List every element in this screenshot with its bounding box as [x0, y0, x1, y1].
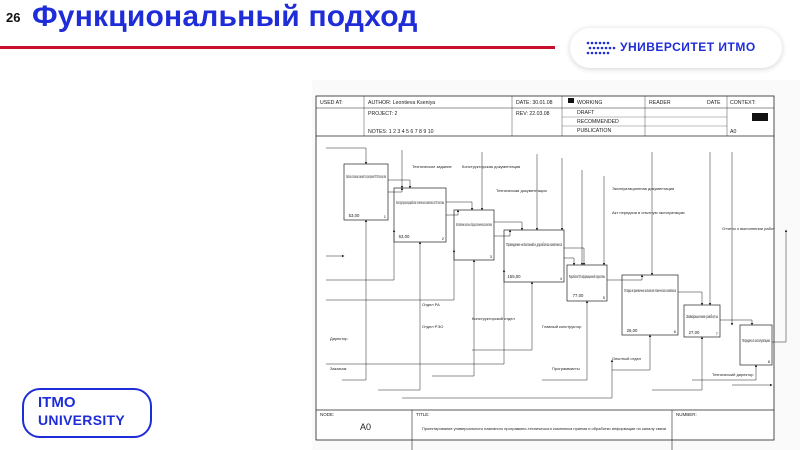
idef0-box-texts: Разработка и согласование с заказчиком Т… [346, 174, 770, 343]
activity-cost: 53,00 [349, 213, 360, 218]
slide-title: Функциональный подход [32, 0, 418, 33]
arrow-label: Техническое задание [412, 164, 453, 169]
activity-text: Конструкторская разработка технического … [396, 200, 444, 205]
context-node: A0 [730, 129, 736, 135]
context-label: CONTEXT: [730, 100, 756, 106]
recommended-label: RECOMMENDED [577, 119, 619, 125]
activity-cost: 63,00 [399, 234, 410, 239]
activity-number: 3 [490, 254, 493, 259]
activity-number: 1 [384, 214, 387, 219]
activity-text: Отладка и приемочные испытания техническ… [624, 288, 676, 293]
date2-label: DATE [707, 100, 721, 106]
arrow-label: Заказчик [330, 366, 347, 371]
arrow-label: Программисты [552, 366, 580, 371]
activity-text: Разработка ПО информационной подсистемы [569, 274, 605, 279]
title-underline [0, 46, 555, 49]
activity-box [683, 304, 721, 338]
draft-label: DRAFT [577, 110, 595, 116]
activity-text: Завершение работы [686, 314, 718, 319]
dot-grid-icon [586, 41, 616, 55]
activity-box [343, 163, 389, 221]
rev-label: REV: 22.03.08 [516, 111, 550, 117]
idef0-box-numbers: 1 2 3 4 5 6 7 8 [384, 214, 771, 364]
project-label: PROJECT: 2 [368, 111, 398, 117]
arrow-label: Отдел РЭО [422, 324, 443, 329]
arrow-label: Отдел РА [422, 302, 440, 307]
idef0-header: USED AT: AUTHOR: Leontieva Kseniya PROJE… [316, 96, 774, 137]
activity-text: Проведение испытаний и доработка комплек… [506, 242, 562, 247]
arrow-label: Директор [330, 336, 348, 341]
activity-text: Разработка и согласование с заказчиком Т… [346, 174, 386, 179]
working-label: WORKING [577, 100, 602, 106]
activity-number: 5 [603, 295, 606, 300]
arrow-label: Эксплуатационная документация [612, 186, 674, 191]
arrow-label: Отчеты о выполнении работ [722, 226, 775, 231]
activity-box [503, 229, 565, 283]
number-label: NUMBER: [676, 412, 697, 417]
activity-cost: 77,00 [573, 293, 584, 298]
arrow-label: Акт передачи в опытную эксплуатацию [612, 210, 685, 215]
activity-cost: 155,00 [507, 274, 521, 279]
date-label: DATE: 30.01.08 [516, 100, 553, 106]
notes-label: NOTES: 1 2 3 4 5 6 7 8 9 10 [368, 129, 434, 135]
idef0-footer: NODE: A0 TITLE: Проектирование универсал… [316, 409, 774, 450]
node-label: NODE: [320, 412, 334, 417]
reader-label: READER [649, 100, 671, 106]
activity-text: Изготовление опытных образцов техническо… [456, 222, 492, 227]
activity-number: 6 [674, 329, 677, 334]
activity-number: 4 [560, 276, 563, 281]
logo-line-1: ITMO [38, 394, 76, 411]
activity-text: Передача в эксплуатацию [742, 338, 770, 343]
idef0-arrows [326, 147, 788, 399]
university-logo: УНИВЕРСИТЕТ ИТМО [570, 28, 782, 68]
activity-cost: 26,00 [627, 328, 638, 333]
arrow-label: Конструкторская документация [462, 164, 520, 169]
activity-box [453, 209, 495, 261]
arrow-label: Опытный отдел [612, 356, 642, 361]
itmo-university-logo: ITMO UNIVERSITY [22, 388, 152, 438]
arrow-label: Технический директор [712, 372, 754, 377]
publication-label: PUBLICATION [577, 128, 611, 134]
activity-number: 8 [768, 359, 771, 364]
diagram-title: Проектирование универсального наземного … [422, 427, 666, 431]
node-value: A0 [360, 422, 371, 432]
activity-box [621, 274, 679, 336]
author-label: AUTHOR: Leontieva Kseniya [368, 100, 435, 106]
used-at-label: USED AT: [320, 100, 343, 106]
activity-box [566, 264, 608, 302]
logo-line-2: UNIVERSITY [38, 412, 126, 428]
arrow-label: Главный конструктор [542, 324, 582, 329]
idef0-arrow-labels: Техническое задание Конструкторская доку… [330, 164, 775, 377]
idef0-boxes [343, 163, 773, 366]
activity-cost: 27,00 [689, 330, 700, 335]
title-label: TITLE: [416, 412, 430, 417]
activity-number: 2 [442, 236, 445, 241]
university-name: УНИВЕРСИТЕТ ИТМО [620, 40, 756, 54]
activity-number: 7 [716, 331, 719, 336]
arrow-label: Техническая документация [496, 188, 547, 193]
arrow-label: Конструкторский отдел [472, 316, 515, 321]
slide-number: 26 [6, 10, 21, 25]
idef0-diagram: USED AT: AUTHOR: Leontieva Kseniya PROJE… [312, 80, 800, 450]
